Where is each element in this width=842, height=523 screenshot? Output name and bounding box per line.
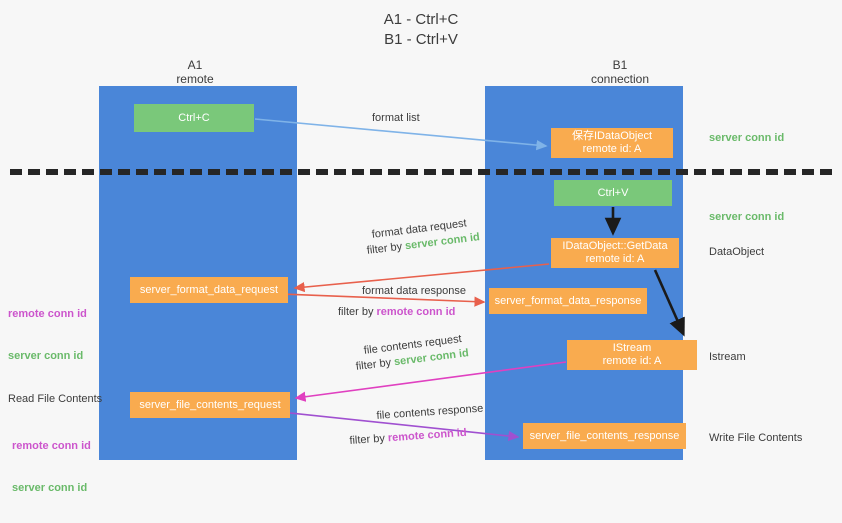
side-label-server-conn-id-second: server conn id bbox=[709, 211, 785, 223]
side-label-remote-conn-id-bottom: remote conn id bbox=[12, 440, 91, 452]
node-idataobject-getdata[interactable]: IDataObject::GetData remote id: A bbox=[551, 238, 679, 268]
filter-prefix: filter by bbox=[366, 240, 406, 257]
side-label-conn-ids-bottom: remote conn id server conn id bbox=[12, 411, 91, 523]
node-server-format-data-request[interactable]: server_format_data_request bbox=[130, 277, 288, 303]
node-idataobject-saved[interactable]: 保存IDataObject remote id: A bbox=[551, 128, 673, 158]
filter-value-remote-conn-id: remote conn id bbox=[387, 426, 467, 445]
node-ctrl-c[interactable]: Ctrl+C bbox=[134, 104, 254, 132]
edge-label-format-list: format list bbox=[372, 112, 420, 124]
node-ctrl-v[interactable]: Ctrl+V bbox=[554, 180, 672, 206]
column-header-a1: A1 remote bbox=[176, 58, 214, 86]
edge-label-file-contents-response-filter: filter by remote conn id bbox=[349, 426, 467, 448]
column-header-b1: B1 connection bbox=[590, 58, 650, 86]
node-istream[interactable]: IStream remote id: A bbox=[567, 340, 697, 370]
node-server-format-data-response[interactable]: server_format_data_response bbox=[489, 288, 647, 314]
filter-prefix: filter by bbox=[338, 306, 377, 318]
filter-prefix: filter by bbox=[349, 432, 389, 447]
node-server-file-contents-request[interactable]: server_file_contents_request bbox=[130, 392, 290, 418]
side-label-istream: Istream bbox=[709, 351, 746, 363]
edge-label-format-data-response-filter: filter by remote conn id bbox=[338, 305, 455, 319]
phase-divider bbox=[10, 169, 832, 175]
page-title: A1 - Ctrl+C B1 - Ctrl+V bbox=[383, 11, 459, 48]
side-label-read-file-contents: Read File Contents bbox=[8, 393, 103, 405]
side-label-server-conn-id-bottom: server conn id bbox=[12, 482, 88, 494]
node-server-file-contents-response[interactable]: server_file_contents_response bbox=[523, 423, 686, 449]
side-label-write-file-contents: Write File Contents bbox=[709, 432, 803, 444]
side-label-server-conn-id-top: server conn id bbox=[709, 132, 785, 144]
filter-prefix: filter by bbox=[355, 356, 395, 373]
edge-label-file-contents-response: file contents response bbox=[376, 402, 484, 422]
side-label-server-conn-id-mid: server conn id bbox=[8, 350, 84, 362]
diagram-canvas: A1 - Ctrl+C B1 - Ctrl+V A1 remote B1 con… bbox=[8, 11, 832, 494]
filter-value-remote-conn-id: remote conn id bbox=[376, 306, 456, 318]
side-label-conn-ids-mid: remote conn id server conn id bbox=[8, 279, 87, 391]
side-label-dataobject: DataObject bbox=[709, 246, 765, 258]
side-label-remote-conn-id-mid: remote conn id bbox=[8, 308, 87, 320]
edge-label-format-data-response: format data response bbox=[362, 285, 466, 297]
